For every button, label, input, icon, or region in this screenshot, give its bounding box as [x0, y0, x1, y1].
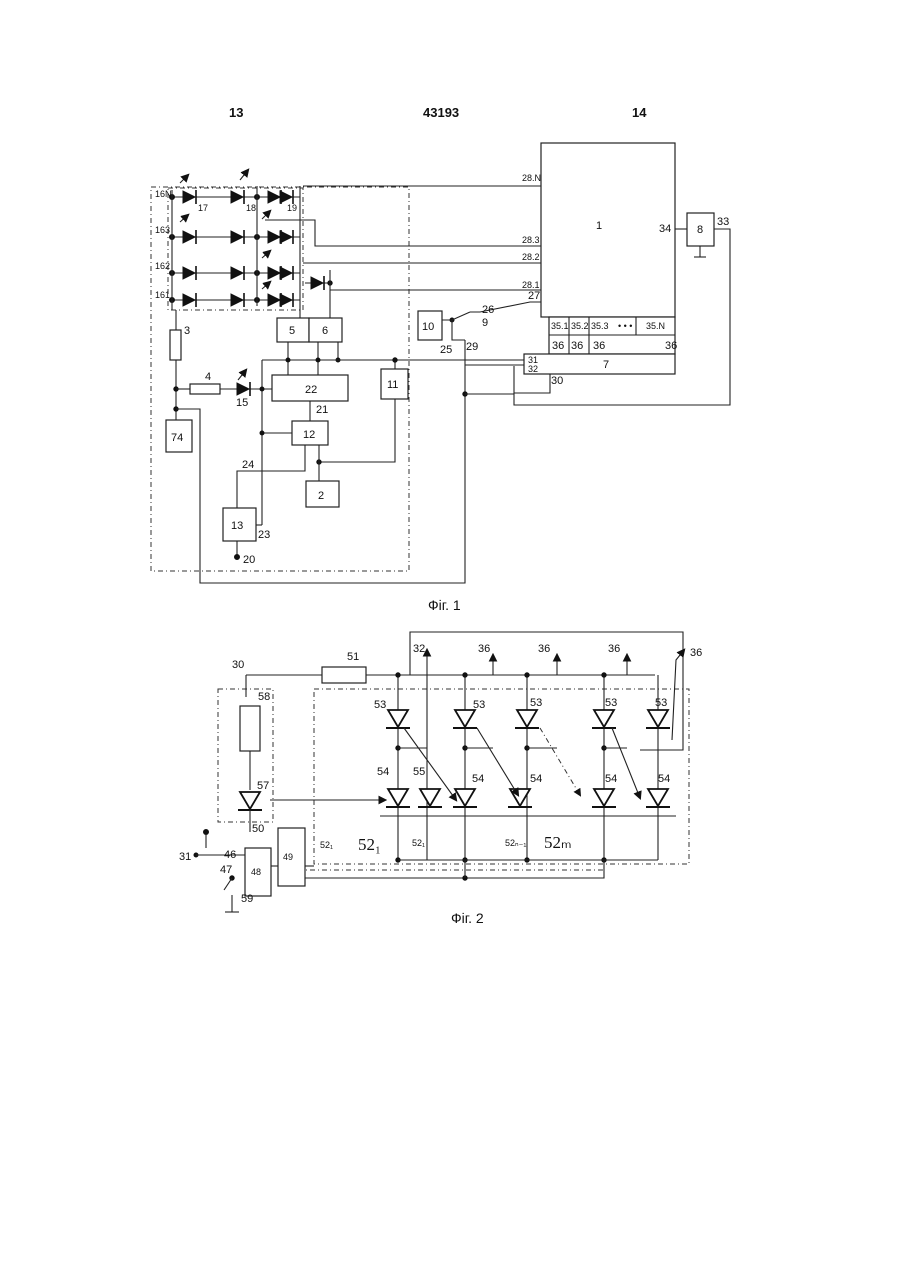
label-15: 15 [236, 397, 248, 409]
fig2-label-36-b: 36 [538, 643, 550, 655]
fig2-label-59: 59 [241, 893, 253, 905]
fig2-label-54-c: 54 [530, 773, 542, 785]
label-33: 33 [717, 216, 729, 228]
block-8-label: 8 [697, 224, 703, 236]
block-7-label: 7 [603, 359, 609, 371]
label-24: 24 [242, 459, 254, 471]
block-7 [524, 354, 675, 374]
label-29: 29 [466, 341, 478, 353]
block-49-label: 49 [283, 852, 293, 862]
block-10-label: 10 [422, 321, 434, 333]
label-26: 26 [482, 304, 494, 316]
label-20: 20 [243, 554, 255, 566]
block-2-label: 2 [318, 490, 324, 502]
port-35-2: 35.2 [571, 321, 589, 331]
block-1 [541, 143, 675, 317]
label-27: 27 [528, 290, 540, 302]
fig2-label-46: 46 [224, 849, 236, 861]
resistor-51 [322, 667, 366, 683]
block-11-label: 11 [387, 379, 398, 391]
fig2-label-55: 55 [413, 766, 425, 778]
block-3 [170, 330, 181, 360]
fig2-label-57: 57 [257, 780, 269, 792]
fig2-resistor-58 [240, 706, 260, 751]
block-5-label: 5 [289, 325, 295, 337]
label-36-a: 36 [552, 340, 564, 352]
fig2-group-52-e: 52ₘ [544, 833, 572, 852]
figure-1: 1 35.1 35.2 35.3 • • • 35.N 36 36 36 36 … [151, 143, 730, 613]
fig1-led-array-frame [168, 188, 303, 310]
label-34: 34 [659, 223, 671, 235]
block-3-label: 3 [184, 325, 190, 337]
fig2-label-31: 31 [179, 851, 191, 863]
fig2-label-30: 30 [232, 659, 244, 671]
resistor-4 [190, 384, 220, 394]
label-21: 21 [316, 404, 328, 416]
fig2-label-58: 58 [258, 691, 270, 703]
label-30: 30 [551, 375, 563, 387]
fig2-label-53-d: 53 [605, 697, 617, 709]
port-35-N: 35.N [646, 321, 665, 331]
block-12-label: 12 [303, 429, 315, 441]
fig2-label-53-a: 53 [374, 699, 386, 711]
label-161: 161 [155, 290, 170, 300]
fig2-label-53-c: 53 [530, 697, 542, 709]
led-row-162 [170, 251, 301, 280]
label-162: 162 [155, 261, 170, 271]
label-17: 17 [198, 203, 208, 213]
figure-2-caption: Фіг. 2 [451, 910, 484, 926]
led-row-161 [170, 270, 333, 318]
label-23: 23 [258, 529, 270, 541]
fig2-label-32: 32 [413, 643, 425, 655]
block-1-label: 1 [596, 220, 602, 232]
block-74-label: 74 [171, 432, 183, 444]
port-28-N: 28.N [522, 173, 541, 183]
block-13-label: 13 [231, 520, 243, 532]
fig2-group-52-d: 52ₙ₋₁ [505, 838, 526, 848]
label-19: 19 [287, 203, 297, 213]
figure-1-caption: Фіг. 1 [428, 597, 461, 613]
led-row-163 [170, 211, 301, 244]
fig2-label-54-d: 54 [605, 773, 617, 785]
block-6-label: 6 [322, 325, 328, 337]
fig2-label-36-a: 36 [478, 643, 490, 655]
port-35-1: 35.1 [551, 321, 569, 331]
port-35-3: 35.3 [591, 321, 609, 331]
label-36-b: 36 [571, 340, 583, 352]
label-4: 4 [205, 371, 211, 383]
fig2-group-52-b: 52₁ [358, 835, 381, 854]
label-25: 25 [440, 344, 452, 356]
port-28-2: 28.2 [522, 252, 540, 262]
label-16N: 16N [155, 189, 172, 199]
port-28-1: 28.1 [522, 280, 540, 290]
port-ellipsis: • • • [618, 321, 632, 331]
fig2-label-54-a: 54 [377, 766, 389, 778]
label-18: 18 [246, 203, 256, 213]
port-28-3: 28.3 [522, 235, 540, 245]
label-32: 32 [528, 364, 538, 374]
fig2-label-53-e: 53 [655, 697, 667, 709]
block-22-label: 22 [305, 384, 317, 396]
fig2-group-52-a: 52₁ [320, 840, 333, 850]
label-36-c: 36 [593, 340, 605, 352]
fig2-label-53-b: 53 [473, 699, 485, 711]
fig2-group-52-c: 52₁ [412, 838, 425, 848]
fig2-label-36-c: 36 [608, 643, 620, 655]
label-51: 51 [347, 651, 359, 663]
figure-2: 30 51 32 36 36 36 36 [179, 632, 702, 926]
label-163: 163 [155, 225, 170, 235]
fig2-label-50: 50 [252, 823, 264, 835]
fig2-label-54-e: 54 [658, 773, 670, 785]
label-36-d: 36 [665, 340, 677, 352]
fig2-label-54-b: 54 [472, 773, 484, 785]
fig2-label-47: 47 [220, 864, 232, 876]
block-48-label: 48 [251, 867, 261, 877]
label-9: 9 [482, 317, 488, 329]
fig2-label-36-d: 36 [690, 647, 702, 659]
